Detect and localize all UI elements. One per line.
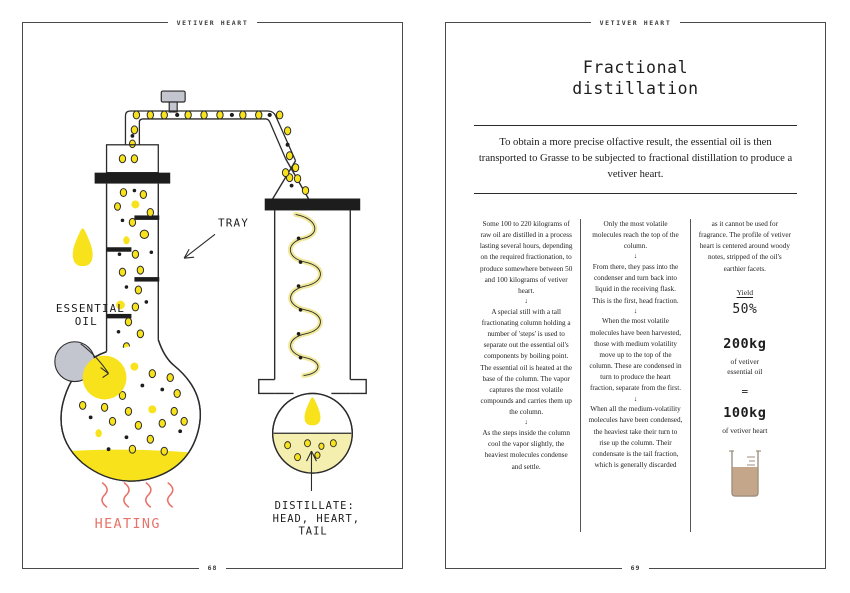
oil-droplet-icon — [72, 228, 93, 267]
distillate-label-line3: TAIL — [299, 526, 328, 538]
flow-arrow-icon: ↓ — [524, 297, 528, 306]
distillate-droplet — [304, 397, 321, 426]
column-head-bubbles — [118, 154, 139, 164]
running-head-left: VETIVER HEART — [23, 16, 402, 30]
running-head-left-text: VETIVER HEART — [167, 19, 258, 27]
yellow-drop-circle — [82, 355, 127, 400]
equals-sign: = — [741, 385, 749, 399]
column-collar-top — [94, 172, 171, 184]
flow-arrow-icon: ↓ — [633, 306, 638, 315]
beaker-icon — [728, 450, 761, 497]
lede-rule-bottom — [474, 192, 797, 194]
column-bubbles — [114, 188, 155, 359]
column2-para-3: When the most volatile molecules have be… — [589, 317, 682, 393]
input-desc-line1: of vetiver — [730, 356, 760, 366]
column1-para-2: A special still with a tall fractionatin… — [480, 307, 573, 417]
running-head-right-text: VETIVER HEART — [590, 19, 681, 27]
essential-oil-label-line2: OIL — [75, 315, 98, 328]
text-column-3: as it cannot be used for fragrance. The … — [691, 219, 799, 532]
essential-oil-callout — [54, 341, 127, 400]
receiving-flask — [271, 392, 353, 474]
left-page: VETIVER HEART — [22, 19, 403, 572]
folio-right-number: 69 — [621, 564, 650, 572]
output-amount: 100kg — [723, 405, 767, 422]
yield-label: Yield — [736, 287, 754, 297]
flow-arrow-icon: ↓ — [633, 394, 638, 403]
beaker-figure — [698, 447, 792, 499]
tray-label: TRAY — [218, 216, 249, 229]
output-description: of vetiver heart — [722, 426, 768, 436]
beaker-liquid — [731, 466, 758, 496]
right-page-frame: VETIVER HEART Fractional distillation To… — [445, 19, 826, 572]
running-head-right: VETIVER HEART — [446, 16, 825, 30]
column2-para-4: When all the medium-volatility molecules… — [588, 405, 683, 470]
pipe-bubbles — [128, 110, 300, 183]
column1-para-3: As the steps inside the column cool the … — [482, 429, 570, 471]
condenser-collar — [264, 198, 361, 211]
valve-knob-icon — [160, 90, 186, 113]
folio-right: 69 — [446, 561, 825, 575]
folio-left: 68 — [23, 561, 402, 575]
funnel-bubbles — [281, 168, 310, 196]
yield-value: 50% — [732, 301, 758, 317]
condenser-tube — [258, 210, 367, 395]
column-trays — [106, 215, 160, 319]
receiving-flask-liquid — [272, 433, 353, 474]
input-desc-line2: essential oil — [727, 367, 763, 377]
text-column-2: Only the most volatile molecules reach t… — [581, 219, 691, 532]
heating-flames — [101, 482, 174, 508]
left-page-frame: VETIVER HEART — [22, 19, 403, 572]
lede-rule-top — [474, 125, 797, 127]
condenser-coil — [287, 211, 323, 379]
page-title-line2: distillation — [572, 79, 699, 99]
text-column-1: Some 100 to 220 kilograms of raw oil are… — [472, 219, 582, 532]
tray-leader-line — [183, 233, 216, 259]
beaker-graduations — [746, 456, 755, 466]
fractionating-column — [105, 183, 159, 352]
column1-para-1: Some 100 to 220 kilograms of raw oil are… — [479, 220, 573, 295]
page-title-line1: Fractional — [582, 58, 689, 77]
folio-left-number: 68 — [198, 564, 227, 572]
column2-para-1: Only the most volatile molecules reach t… — [592, 220, 679, 251]
coil-dots — [296, 236, 303, 360]
heating-label: HEATING — [95, 517, 161, 532]
column2-para-2: From there, they pass into the condenser… — [592, 263, 679, 305]
page-title: Fractional distillation — [446, 57, 825, 99]
right-page: VETIVER HEART Fractional distillation To… — [425, 0, 850, 593]
flow-arrow-icon: ↓ — [633, 252, 638, 261]
receiving-flask-bubbles — [284, 439, 337, 462]
lede-text: To obtain a more precise olfactive resul… — [478, 137, 793, 181]
essential-oil-label-line1: ESSENTIAL — [56, 302, 125, 315]
text-columns: Some 100 to 220 kilograms of raw oil are… — [472, 219, 799, 532]
lede-block: To obtain a more precise olfactive resul… — [474, 125, 797, 194]
distillate-label-line2: HEAD, HEART, — [273, 513, 360, 525]
column3-para-1: as it cannot be used for fragrance. The … — [698, 220, 791, 273]
input-description: of vetiver essential oil — [698, 357, 792, 378]
flow-arrow-icon: ↓ — [524, 418, 528, 427]
input-amount: 200kg — [723, 335, 767, 352]
distillate-label-line1: DISTILLATE: — [275, 500, 355, 512]
distillation-apparatus-illustration: ESSENTIAL OIL TRAY HEATING — [54, 90, 367, 538]
